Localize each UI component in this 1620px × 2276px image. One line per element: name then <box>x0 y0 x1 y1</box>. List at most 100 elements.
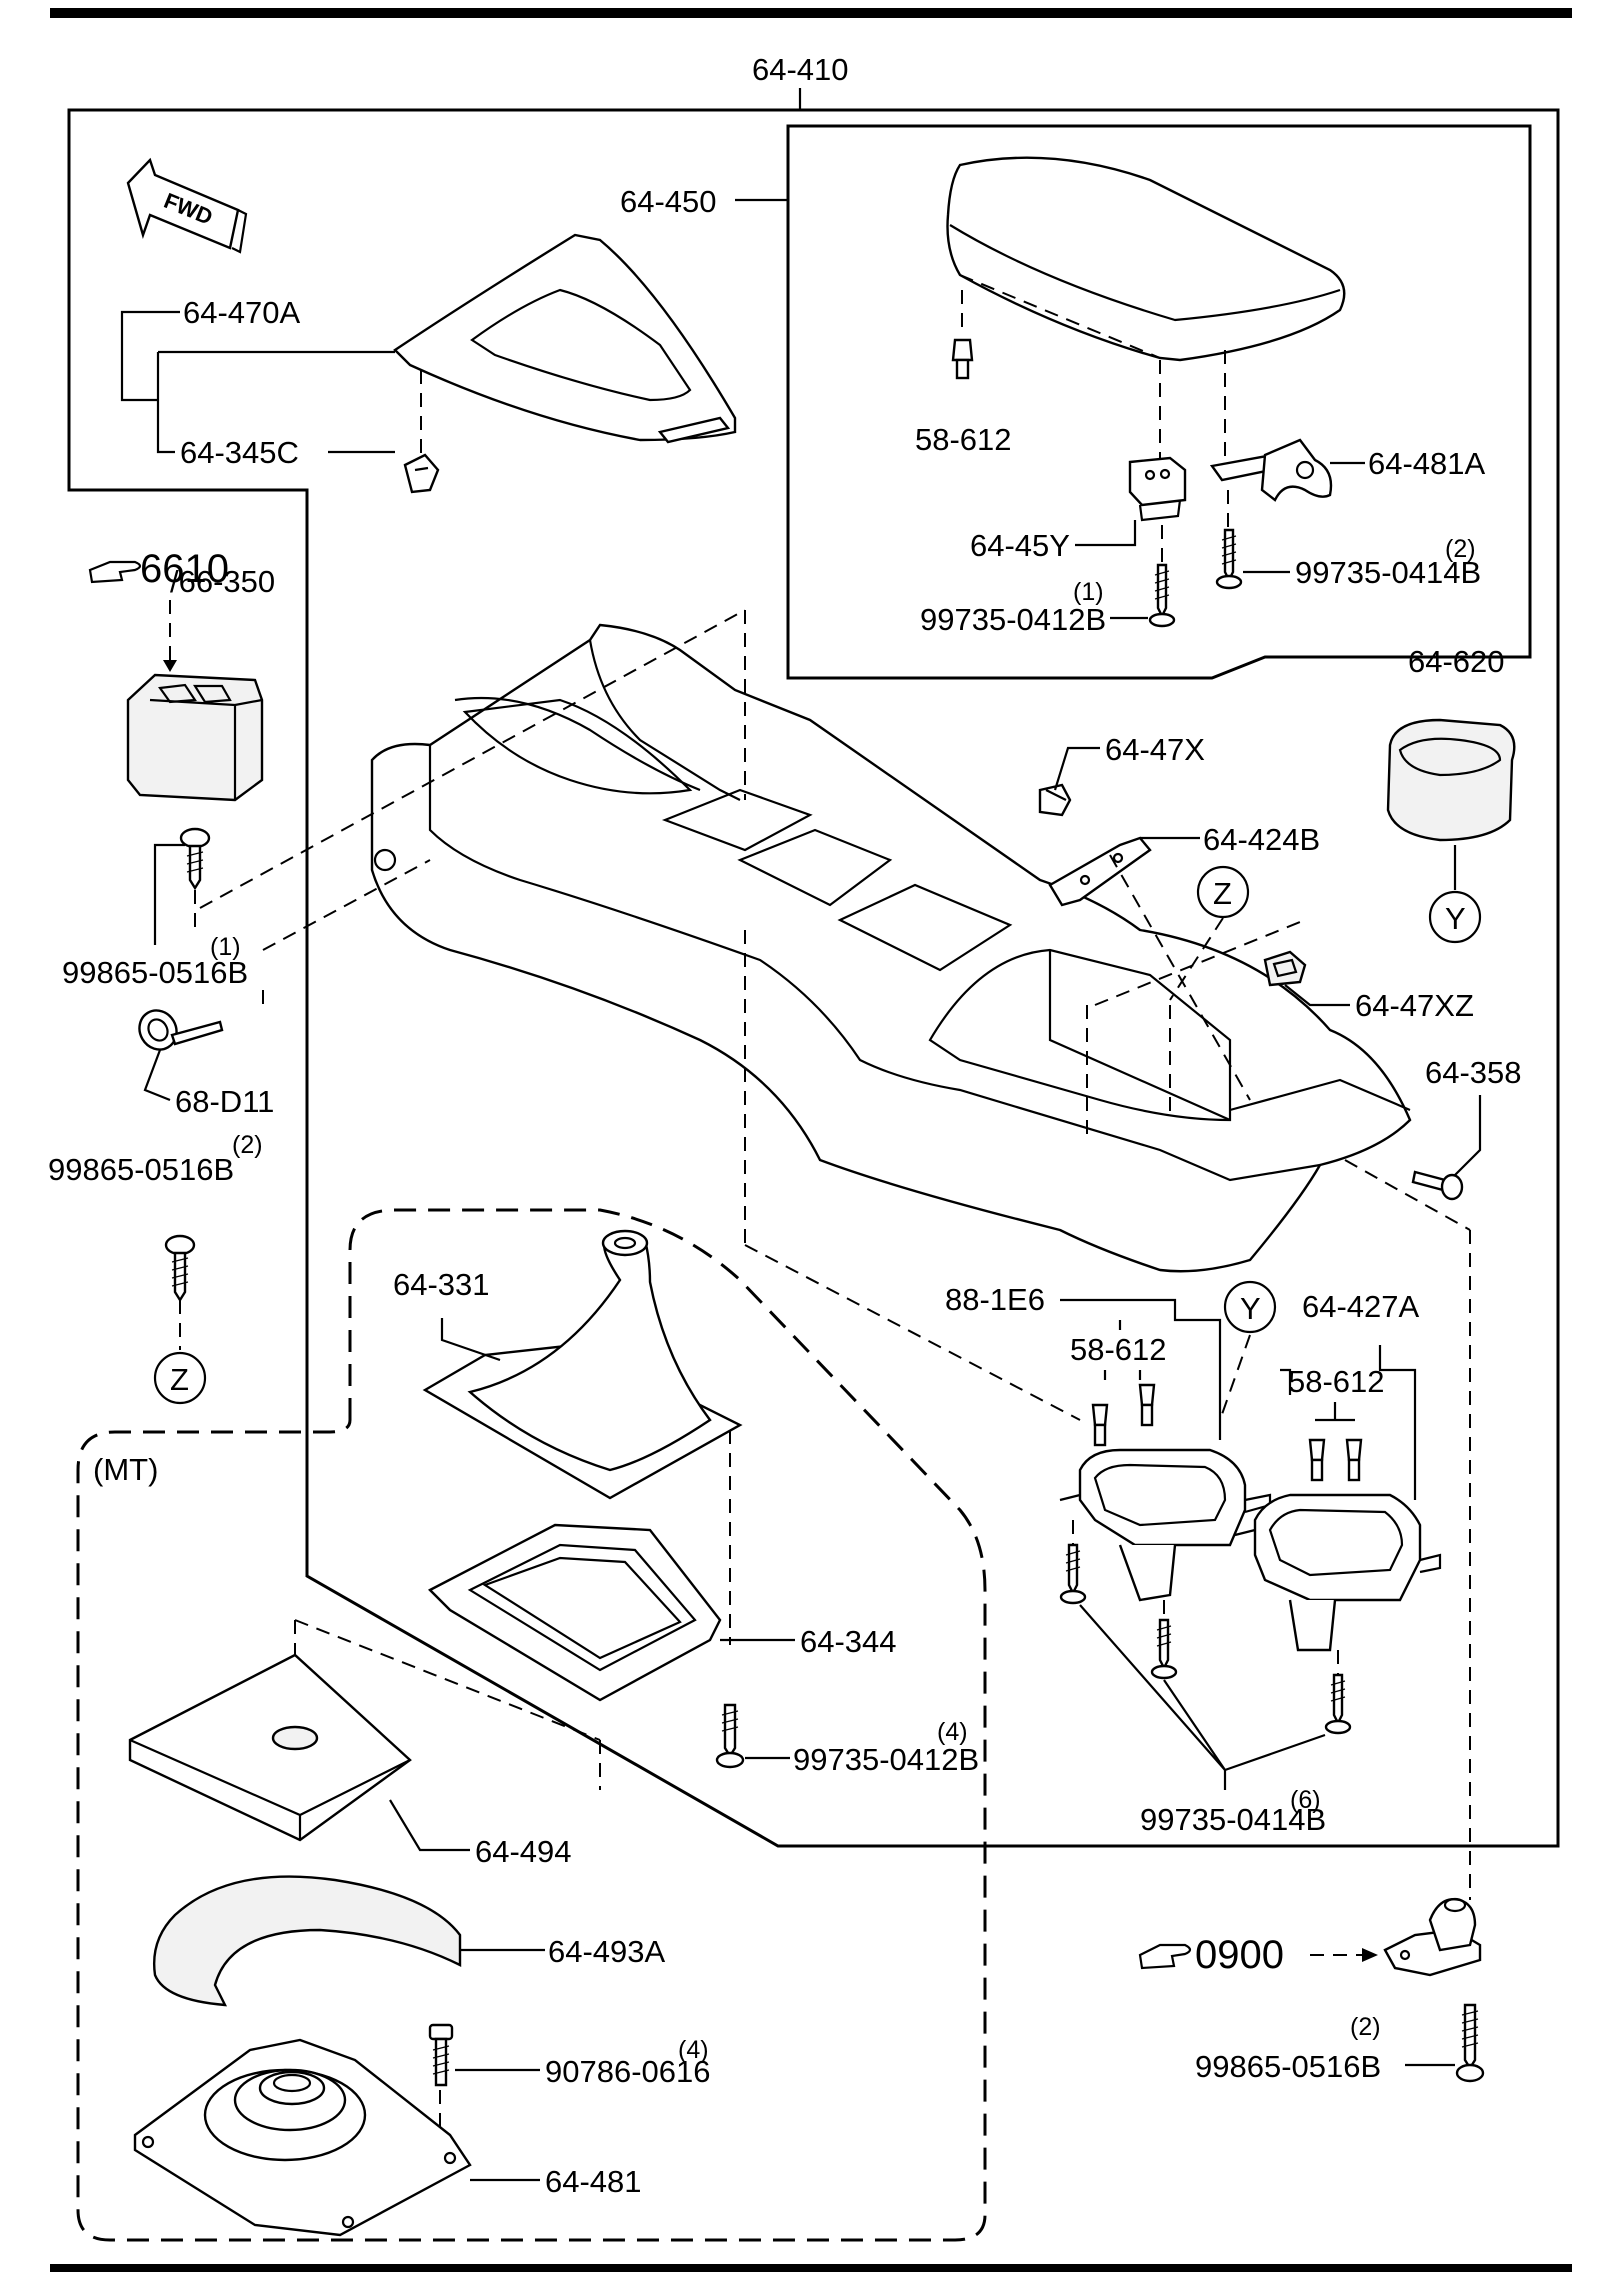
label-64-424b: 64-424B <box>1203 822 1320 857</box>
label-0412b: 99735-0412B <box>920 602 1106 637</box>
fwd-arrow-icon: FWD <box>126 157 248 254</box>
label-64-331: 64-331 <box>393 1267 490 1302</box>
qty-0516b-b: (2) <box>232 1131 263 1159</box>
leader-88-1e6 <box>1060 1298 1222 1440</box>
qty-0414b: (2) <box>1445 535 1476 563</box>
qty-0414b-b: (6) <box>1290 1786 1321 1814</box>
arrow-0900 <box>1362 1948 1378 1962</box>
label-64-427a: 64-427A <box>1302 1289 1420 1324</box>
bezel-64-470a <box>393 233 737 444</box>
label-64-493a: 64-493A <box>548 1934 666 1969</box>
label-64-410: 64-410 <box>752 52 849 87</box>
hand-pointer-icon-6610 <box>88 560 142 584</box>
label-0900: 0900 <box>1195 1933 1284 1977</box>
screw-0414b-b-icon-3 <box>1324 1673 1352 1735</box>
leader-64-470a <box>120 310 180 402</box>
leader-64-47x <box>1053 746 1100 791</box>
label-64-481: 64-481 <box>545 2164 642 2199</box>
label-mt: (MT) <box>93 1452 158 1487</box>
bolt-90786-icon <box>428 2023 454 2087</box>
screw-0414b-icon <box>1215 528 1243 590</box>
label-68-d11: 68-D11 <box>175 1084 274 1119</box>
label-58-612-a: 58-612 <box>1070 1332 1167 1367</box>
circle-y-mid <box>1223 1280 1277 1334</box>
screw-0412b-icon <box>1148 563 1176 628</box>
circle-z-left <box>153 1351 207 1405</box>
leader-58-612-b <box>1280 1368 1355 1422</box>
assembly-outline <box>67 108 1560 1848</box>
bracket-0900-icon <box>1383 1897 1482 1977</box>
clip-64-47xz-icon <box>1263 950 1307 987</box>
armrest-lid <box>946 156 1346 362</box>
dash-424b <box>1109 854 1251 1101</box>
frame-64-344 <box>427 1523 722 1702</box>
leader-64-47xz <box>1284 984 1350 1007</box>
label-64-45y: 64-45Y <box>970 528 1070 563</box>
label-0412b-b: 99735-0412B <box>793 1742 979 1777</box>
leader-64-45y <box>1075 520 1137 547</box>
mt-enclosure <box>76 1208 987 2242</box>
dash-z-bar <box>1094 919 1306 1006</box>
screw-0516b-a-icon <box>179 827 211 891</box>
label-88-1e6: 88-1E6 <box>945 1282 1045 1317</box>
bolt-58-612-icon <box>951 338 974 380</box>
leader-64-331 <box>440 1318 501 1362</box>
label-y-right: Y <box>1445 901 1466 936</box>
label-58-612-lid: 58-612 <box>915 422 1012 457</box>
arrow-switch <box>163 660 177 672</box>
label-66-350: /66-350 <box>170 564 275 599</box>
cup-64-620-icon <box>1386 718 1516 842</box>
label-0516b-a: 99865-0516B <box>62 955 248 990</box>
leader-58-612-a <box>1103 1320 1142 1380</box>
screw-0414b-b-icon-2 <box>1150 1618 1178 1680</box>
dash-screw-to-console <box>262 859 431 951</box>
switch-66-350-icon <box>126 673 264 802</box>
circle-z-mid <box>1196 865 1250 919</box>
label-58-612-b: 58-612 <box>1288 1364 1385 1399</box>
label-64-344: 64-344 <box>800 1624 897 1659</box>
bolt-64-358-icon <box>1411 1170 1464 1201</box>
dash-y-mid <box>1219 1334 1251 1421</box>
label-64-345c: 64-345C <box>180 435 299 470</box>
label-64-494: 64-494 <box>475 1834 572 1869</box>
label-64-470a: 64-470A <box>183 295 301 330</box>
armrest-subbox <box>786 124 1532 680</box>
dash-z-mid <box>1169 917 1224 1001</box>
label-64-47xz: 64-47XZ <box>1355 988 1474 1023</box>
hand-pointer-icon-0900 <box>1138 1943 1192 1970</box>
cupholder-64-427a <box>1234 1493 1442 1652</box>
console-body <box>370 623 1412 1273</box>
label-0516b-c: 99865-0516B <box>1195 2049 1381 2084</box>
dash-console-right <box>1344 1159 1471 1231</box>
cupholder-88-1e6 <box>1059 1448 1272 1602</box>
qty-0516b-a: (1) <box>210 933 241 961</box>
dash-insulator-top <box>294 1619 601 1741</box>
label-0516b-b: 99865-0516B <box>48 1152 234 1187</box>
screw-0414b-b-icon-1 <box>1059 1543 1087 1605</box>
leader-64-427a <box>1378 1345 1417 1500</box>
qty-0412b-b: (4) <box>937 1718 968 1746</box>
dash-switch-to-console <box>199 609 746 909</box>
screw-0516b-b-icon <box>164 1234 196 1303</box>
clip-64-47x-icon <box>1038 783 1072 817</box>
leader-64-345c-bracket <box>156 350 395 454</box>
top-rule <box>50 8 1572 18</box>
leader-64-494 <box>389 1799 470 1852</box>
bolt-58-612-a-icon <box>1091 1383 1156 1447</box>
dash-lid-hinge <box>959 274 1161 359</box>
fastener-68-d11-icon <box>138 1009 224 1051</box>
circle-y-right <box>1428 890 1482 944</box>
hinge-64-481a-icon <box>1209 438 1333 502</box>
leader-64-358 <box>1454 1095 1482 1176</box>
label-64-450: 64-450 <box>620 184 717 219</box>
label-64-47x: 64-47X <box>1105 732 1205 767</box>
label-90786: 90786-0616 <box>545 2054 711 2089</box>
label-y-mid: Y <box>1240 1291 1261 1326</box>
screw-0412b-b-icon <box>715 1703 745 1769</box>
leader-68-d11 <box>143 1049 171 1102</box>
label-64-358: 64-358 <box>1425 1055 1522 1090</box>
qty-90786: (4) <box>678 2036 709 2064</box>
label-6610: 6610 <box>140 547 229 591</box>
screw-0516b-c-icon <box>1455 2003 1485 2083</box>
